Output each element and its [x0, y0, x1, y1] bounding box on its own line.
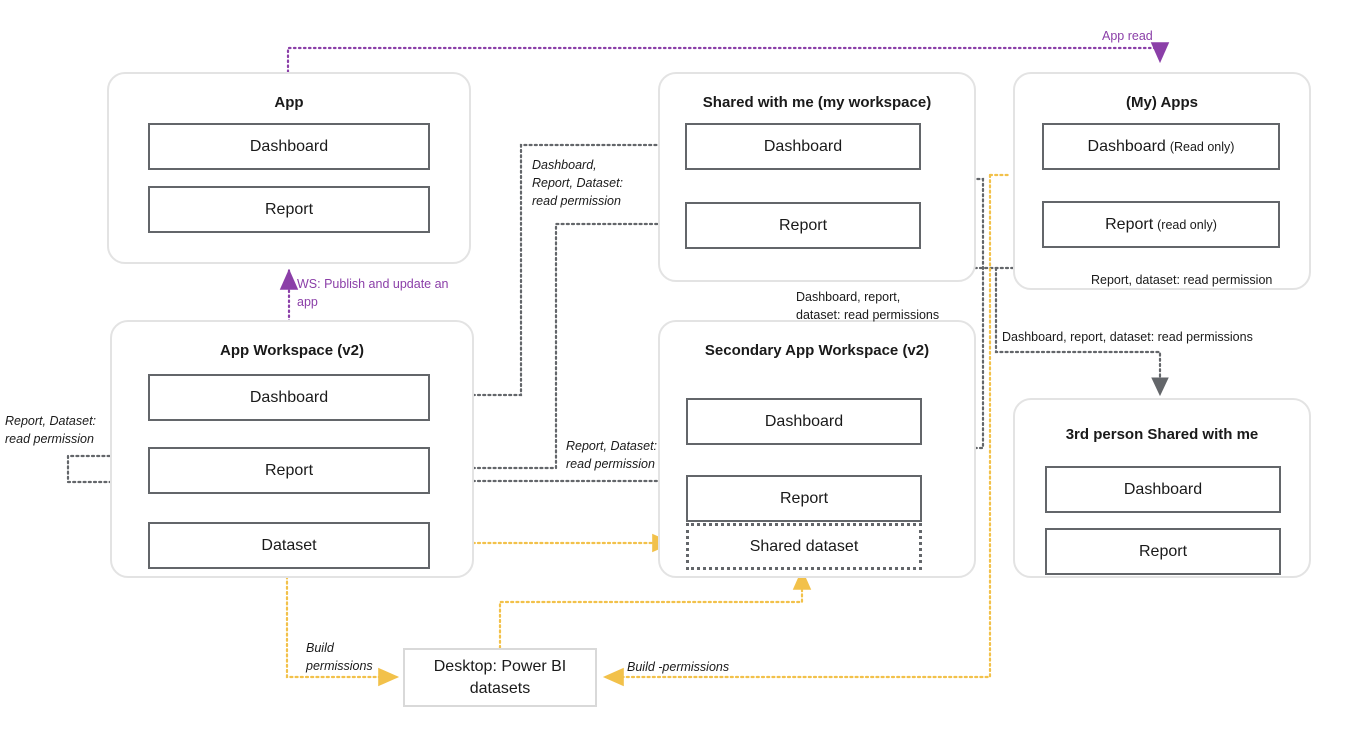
group-third-person-title: 3rd person Shared with me: [1065, 426, 1259, 443]
secws-item-shared-dataset-label: Shared dataset: [749, 537, 859, 555]
shared-item-dashboard[interactable]: Dashboard: [685, 123, 921, 170]
appws-item-dashboard-label: Dashboard: [249, 388, 329, 406]
myapps-item-dashboard-sub: (Read only): [1169, 139, 1235, 154]
secws-item-report[interactable]: Report: [686, 475, 922, 522]
desktop-power-bi-datasets[interactable]: Desktop: Power BI datasets: [403, 648, 597, 707]
myapps-item-report-sub: (read only): [1157, 217, 1217, 232]
third-item-report[interactable]: Report: [1045, 528, 1281, 575]
wire-desktop-to-shared-dataset: [498, 568, 812, 650]
app-item-report-label: Report: [264, 200, 314, 218]
app-item-dashboard[interactable]: Dashboard: [148, 123, 430, 170]
myapps-item-report-label: Report: [1105, 215, 1154, 233]
shared-item-report[interactable]: Report: [685, 202, 921, 249]
secws-item-dashboard-label: Dashboard: [764, 412, 844, 430]
app-item-report[interactable]: Report: [148, 186, 430, 233]
label-report-dataset-read-mid: Report, Dataset: read permission: [566, 439, 658, 472]
label-report-dataset-read-permission: Report, dataset: read permission: [1091, 273, 1273, 287]
label-build-permissions: Build permissions: [306, 641, 373, 674]
group-my-apps: (My) Apps Dashboard (Read only) Report (…: [1013, 72, 1311, 290]
group-shared-with-me: Shared with me (my workspace) Dashboard …: [658, 72, 976, 282]
secws-item-shared-dataset[interactable]: Shared dataset: [686, 523, 922, 570]
label-app-read: App read: [1102, 29, 1153, 43]
appws-item-report-label: Report: [264, 461, 314, 479]
myapps-item-dashboard[interactable]: Dashboard (Read only): [1042, 123, 1280, 170]
appws-item-dataset-label: Dataset: [261, 536, 317, 554]
secws-item-dashboard[interactable]: Dashboard: [686, 398, 922, 445]
group-shared-with-me-title: Shared with me (my workspace): [702, 94, 932, 111]
group-secondary-app-workspace-title: Secondary App Workspace (v2): [704, 342, 930, 359]
group-third-person: 3rd person Shared with me Dashboard Repo…: [1013, 398, 1311, 578]
third-item-report-label: Report: [1138, 542, 1188, 560]
myapps-item-dashboard-label: Dashboard: [1087, 137, 1166, 155]
group-app-workspace-title: App Workspace (v2): [220, 342, 364, 359]
wire-app-read: [286, 42, 1170, 74]
label-dashboard-report-dataset-reads-b: Dashboard, report, dataset: read permiss…: [1002, 330, 1253, 344]
group-app: App Dashboard Report: [107, 72, 471, 264]
shared-item-report-label: Report: [778, 216, 828, 234]
third-item-dashboard-label: Dashboard: [1123, 480, 1203, 498]
wire-to-third-person: [994, 266, 1169, 397]
appws-item-report[interactable]: Report: [148, 447, 430, 494]
wire-report-dataset-read-loop: [66, 454, 148, 491]
label-dashboard-report-dataset-reads-a: Dashboard, report, dataset: read permiss…: [796, 290, 940, 323]
shared-item-dashboard-label: Dashboard: [763, 137, 843, 155]
label-dashboard-report-dataset-read: Dashboard, Report, Dataset: read permiss…: [532, 158, 624, 209]
desktop-power-bi-datasets-label: Desktop: Power BI datasets: [433, 657, 567, 697]
app-item-dashboard-label: Dashboard: [249, 137, 329, 155]
myapps-item-report[interactable]: Report (read only): [1042, 201, 1280, 248]
wire-appws-report-to-shared-report: [424, 215, 680, 470]
wire-build-permissions-right: [602, 173, 1012, 687]
label-report-dataset-read-left: Report, Dataset: read permission: [5, 414, 97, 447]
group-my-apps-title: (My) Apps: [1126, 94, 1198, 111]
group-app-workspace: App Workspace (v2) Dashboard Report Data…: [110, 320, 474, 578]
appws-item-dashboard[interactable]: Dashboard: [148, 374, 430, 421]
label-ws-publish: WS: Publish and update an app: [297, 277, 449, 310]
appws-item-dataset[interactable]: Dataset: [148, 522, 430, 569]
group-app-title: App: [274, 94, 304, 111]
label-build-permissions-2: Build -permissions: [627, 660, 730, 674]
group-secondary-app-workspace: Secondary App Workspace (v2) Dashboard R…: [658, 320, 976, 578]
third-item-dashboard[interactable]: Dashboard: [1045, 466, 1281, 513]
wire-dataset-to-desktop: [285, 564, 400, 687]
secws-item-report-label: Report: [779, 489, 829, 507]
